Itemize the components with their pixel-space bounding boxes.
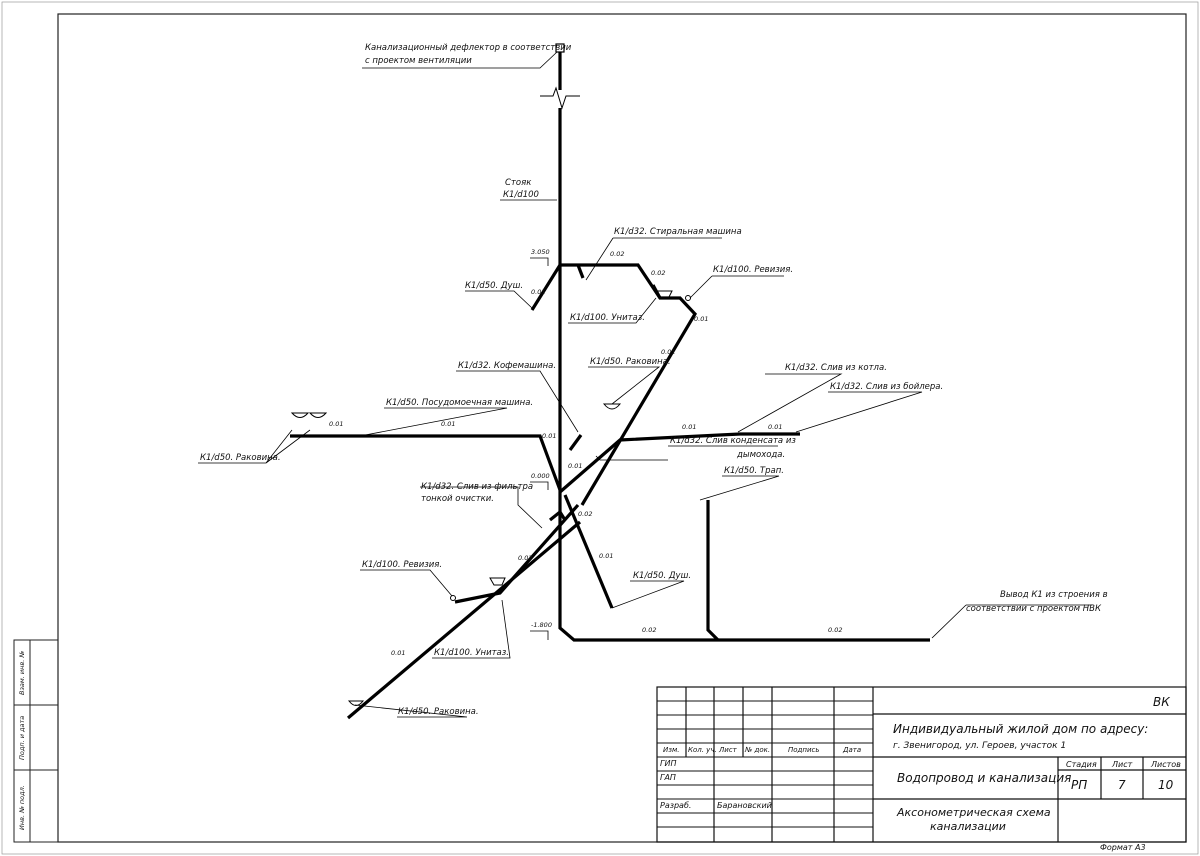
slope-1: 0.02 [610, 250, 624, 258]
label-shower-top: К1/d50. Душ. [465, 281, 523, 291]
side-stamp [13, 639, 59, 843]
slope-4: 0.01 [694, 315, 708, 323]
slope-8: 0.01 [542, 432, 556, 440]
sink-low-branch [346, 520, 582, 720]
slope-15: 0.02 [642, 626, 656, 634]
label-toilet-low: К1/d100. Унитаз. [434, 648, 509, 658]
coffee-tap [568, 434, 583, 451]
label-coffee: К1/d32. Кофемашина. [458, 361, 556, 371]
level-zero: 0.000 [531, 472, 550, 480]
label-revision-low: К1/d100. Ревизия. [362, 560, 442, 570]
col-doc: № док. [744, 746, 770, 754]
label-filter-2: тонкой очистки. [421, 494, 494, 504]
label-condensate-1: К1/d32. Слив конденсата из [670, 436, 796, 446]
label-deflector-1: Канализационный дефлектор в соответствии [365, 43, 572, 53]
stage-value: РП [1071, 778, 1087, 792]
project-address: г. Звенигород, ул. Героев, участок 1 [893, 741, 1066, 751]
drawing-title-1: Аксонометрическая схема [896, 806, 1051, 819]
slope-5: 0.01 [661, 348, 675, 356]
toilet-low-branch [454, 503, 580, 604]
slope-11: 0.01 [568, 462, 582, 470]
toilet-top-icon [654, 290, 673, 300]
section-title: Водопровод и канализация [897, 771, 1071, 785]
label-revision-top: К1/d100. Ревизия. [713, 265, 793, 275]
upper-branch [530, 263, 697, 506]
filter-branch [549, 509, 567, 522]
sheet-header: Лист [1111, 760, 1133, 769]
label-riser-2: К1/d100 [503, 190, 539, 200]
break-mark [540, 86, 580, 110]
slope-7: 0.01 [441, 420, 455, 428]
sink-mid-icon [602, 403, 622, 410]
label-toilet-top: К1/d100. Унитаз. [570, 313, 645, 323]
shower-low-branch [563, 494, 614, 609]
label-boiler-tank: К1/d32. Слив из бойлера. [830, 382, 943, 392]
level-top: 3.050 [531, 248, 550, 256]
label-deflector-2: с проектом вентиляции [365, 56, 472, 66]
revision-top-icon [685, 295, 691, 301]
col-sign: Подпись [788, 746, 820, 754]
condensate-branch [558, 432, 800, 494]
sink-left-icon [290, 412, 310, 418]
label-outlet-2: соответствии с проектом НВК [966, 604, 1102, 614]
role-developer: Разраб. [660, 801, 691, 810]
sheets-value: 10 [1158, 778, 1174, 792]
col-count: Кол. уч. [688, 746, 717, 754]
label-condensate-2: дымохода. [736, 450, 785, 460]
col-date: Дата [842, 746, 861, 754]
slope-6: 0.01 [329, 420, 343, 428]
washer-tap [576, 264, 585, 279]
stamp-orig-inv: Инв. № подл. [18, 785, 26, 830]
label-outlet-1: Вывод К1 из строения в [1000, 590, 1108, 600]
slope-3: 0.01 [531, 288, 545, 296]
role-gip: ГИП [660, 759, 676, 768]
col-change: Изм. [663, 746, 679, 754]
deflector-icon [555, 43, 565, 53]
slope-14: 0.01 [599, 552, 613, 560]
project-title: Индивидуальный жилой дом по адресу: [893, 722, 1148, 736]
slope-10: 0.01 [768, 423, 782, 431]
slope-13: 0.02 [518, 554, 532, 562]
slope-2: 0.02 [651, 269, 665, 277]
stage-header: Стадия [1066, 760, 1097, 769]
col-sheet: Лист [718, 746, 738, 754]
sheets-header: Листов [1150, 760, 1181, 769]
label-boiler-drain: К1/d32. Слив из котла. [785, 363, 887, 373]
doc-code: ВК [1153, 695, 1170, 709]
label-sink-low: К1/d50. Раковина. [398, 707, 479, 717]
drain-branch [706, 500, 720, 642]
label-dishwasher: К1/d50. Посудомоечная машина. [386, 398, 533, 408]
label-floor-drain: К1/d50. Трап. [724, 466, 784, 476]
slope-17: 0.01 [391, 649, 405, 657]
label-sink-mid: К1/d50. Раковина. [590, 357, 671, 367]
toilet-low-icon [489, 577, 506, 586]
slope-9: 0.01 [682, 423, 696, 431]
label-riser-1: Стояк [505, 178, 532, 188]
title-block-text: ВК Индивидуальный жилой дом по адресу: г… [660, 695, 1181, 852]
left-branch [290, 434, 562, 491]
stamp-sign-date: Подп. и дата [18, 716, 26, 760]
developer-name: Барановский [717, 801, 772, 810]
drawing-title-2: канализации [930, 820, 1006, 833]
slope-12: 0.02 [578, 510, 592, 518]
labels: Канализационный дефлектор в соответствии… [200, 43, 1108, 717]
sheet-value: 7 [1118, 778, 1126, 792]
slope-16: 0.02 [828, 626, 842, 634]
revision-low-icon [450, 595, 456, 601]
label-wash-machine: К1/d32. Стиральная машина [614, 227, 742, 237]
level-bottom: -1.800 [531, 621, 552, 629]
label-filter-1: К1/d32. Слив из фильтра [421, 482, 533, 492]
sewer-pipes [290, 52, 930, 720]
label-shower-low: К1/d50. Душ. [633, 571, 691, 581]
leaders [198, 51, 1092, 718]
riser-and-outlet [558, 108, 930, 642]
paper-format: Формат А3 [1100, 843, 1146, 852]
sink-left-icon-2 [308, 412, 328, 418]
title-block [656, 686, 1187, 843]
label-sink-left: К1/d50. Раковина. [200, 453, 281, 463]
stamp-replace-inv: Взам. инв. № [18, 651, 26, 695]
role-gap: ГАП [660, 773, 676, 782]
